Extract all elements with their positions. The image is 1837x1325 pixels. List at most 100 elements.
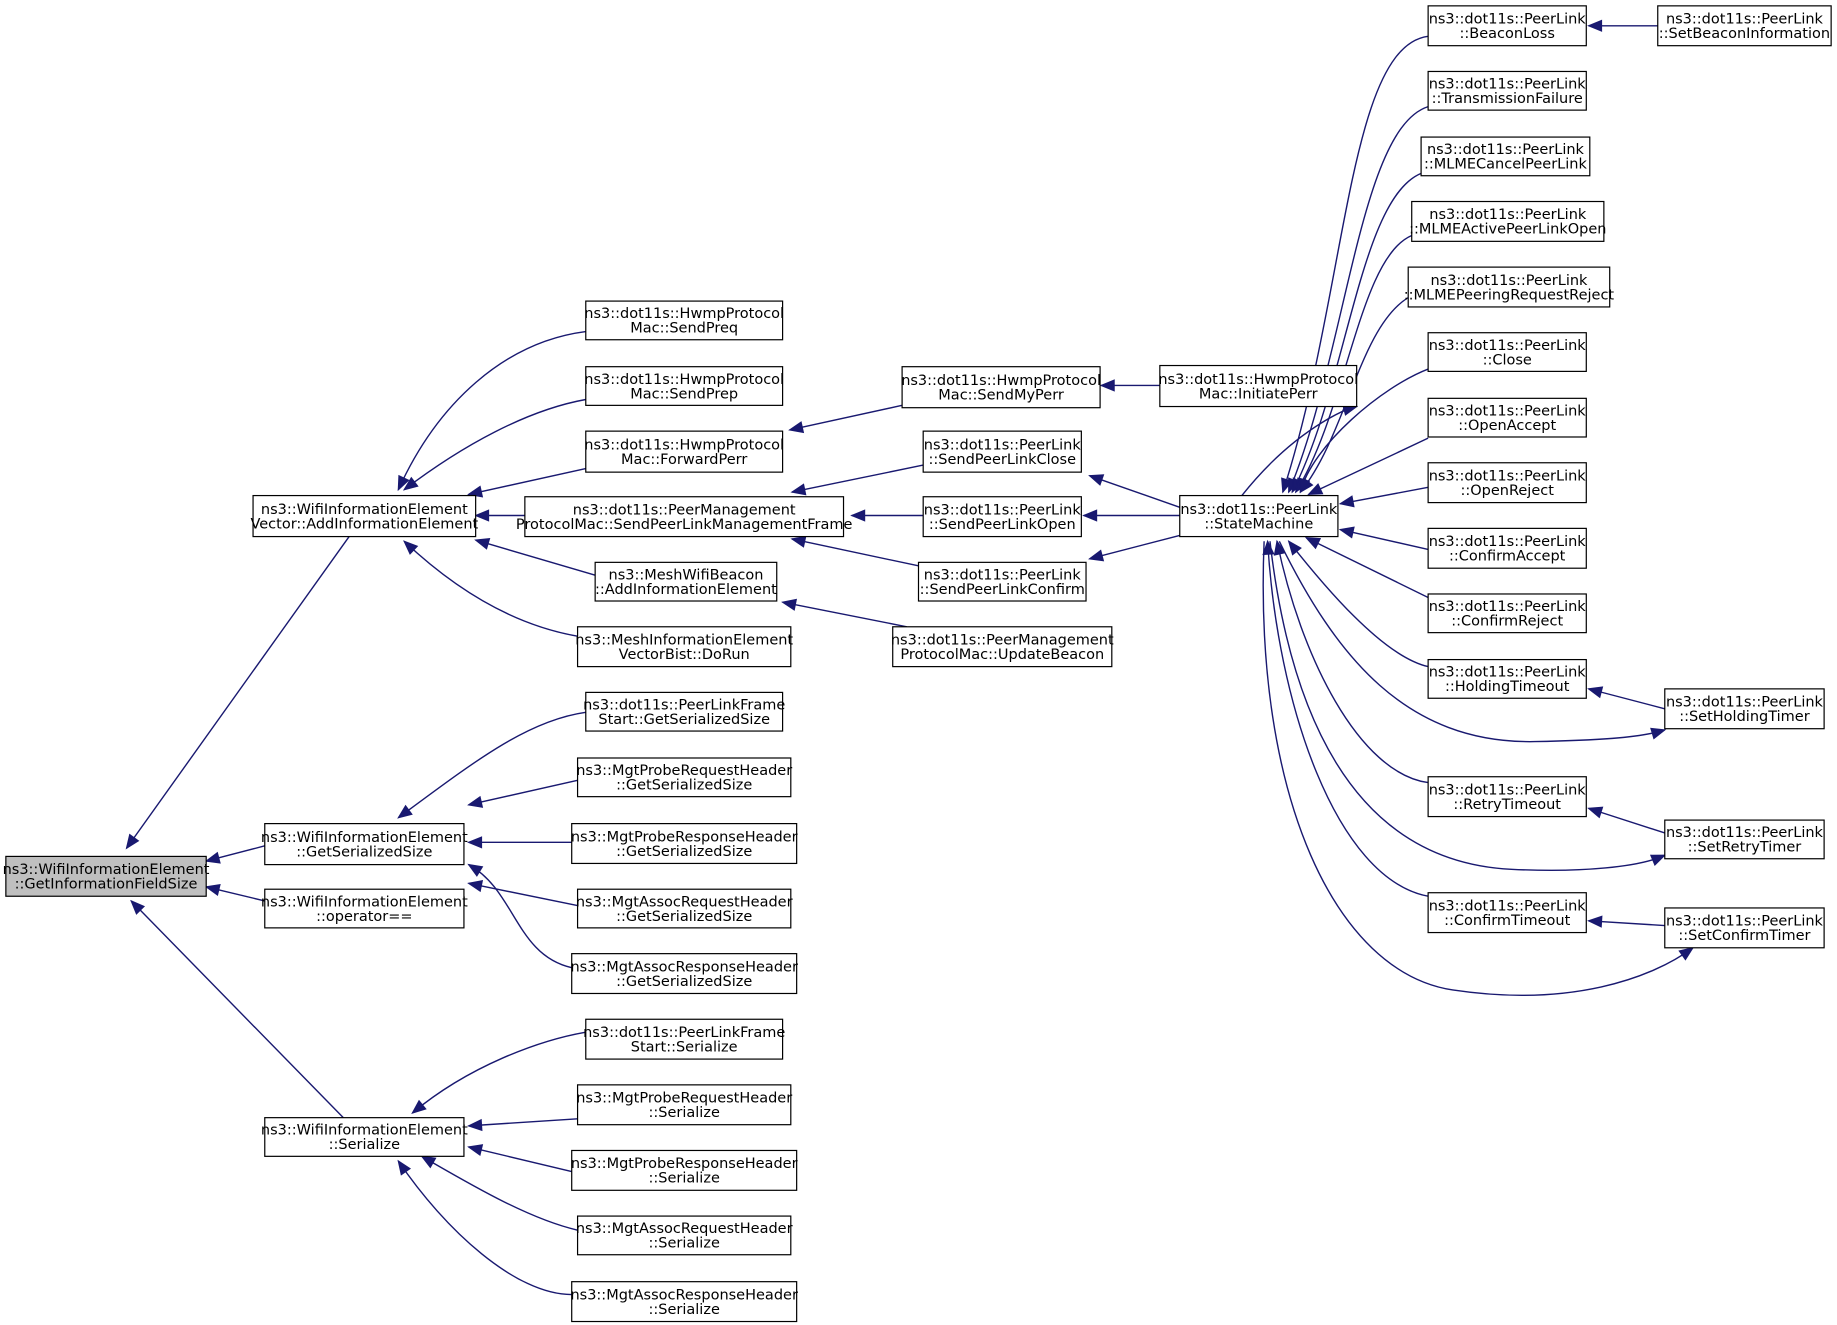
node-box[interactable] <box>571 1149 798 1191</box>
node-box[interactable] <box>576 757 792 798</box>
node-n16[interactable]: ns3::dot11s::PeerLink::SetBeaconInformat… <box>1657 5 1832 47</box>
node-n11[interactable]: ns3::dot11s::PeerLink::SendPeerLinkOpen <box>922 496 1082 538</box>
node-box[interactable] <box>576 1215 792 1256</box>
node-n34[interactable]: ns3::MgtProbeRequestHeader::GetSerialize… <box>576 757 792 798</box>
node-n10[interactable]: ns3::dot11s::PeerLink::SendPeerLinkClose <box>922 430 1082 473</box>
node-box[interactable] <box>576 626 792 668</box>
node-box[interactable] <box>1664 688 1825 730</box>
node-box[interactable] <box>917 561 1087 602</box>
node-box[interactable] <box>585 366 784 406</box>
node-label-line: ::GetSerializedSize <box>616 778 752 794</box>
node-n24[interactable]: ns3::dot11s::PeerLink::ConfirmAccept <box>1427 527 1587 569</box>
node-box[interactable] <box>594 561 778 602</box>
node-n4[interactable]: ns3::dot11s::HwmpProtocolMac::ForwardPer… <box>584 430 784 473</box>
node-box[interactable] <box>252 494 477 538</box>
node-n30[interactable]: ns3::dot11s::PeerLink::ConfirmTimeout <box>1427 892 1587 934</box>
node-n44[interactable]: ns3::MgtAssocResponseHeader::Serialize <box>570 1281 798 1323</box>
node-n36[interactable]: ns3::MgtAssocRequestHeader::GetSerialize… <box>576 888 793 929</box>
node-n31[interactable]: ns3::dot11s::PeerLink::SetConfirmTimer <box>1664 907 1825 949</box>
node-n28[interactable]: ns3::dot11s::PeerLink::RetryTimeout <box>1427 776 1587 818</box>
node-n9[interactable]: ns3::dot11s::HwmpProtocolMac::InitiatePe… <box>1158 364 1358 408</box>
node-n5[interactable]: ns3::dot11s::PeerManagementProtocolMac::… <box>516 496 853 538</box>
node-box[interactable] <box>922 496 1082 538</box>
node-n32[interactable]: ns3::WifiInformationElement::GetSerializ… <box>261 823 468 866</box>
node-n13[interactable]: ns3::dot11s::PeerManagementProtocolMac::… <box>891 626 1114 668</box>
node-n40[interactable]: ns3::dot11s::PeerLinkFrameStart::Seriali… <box>583 1018 785 1060</box>
node-n22[interactable]: ns3::dot11s::PeerLink::OpenAccept <box>1427 397 1587 438</box>
node-n17[interactable]: ns3::dot11s::PeerLink::TransmissionFailu… <box>1427 70 1587 111</box>
node-box[interactable] <box>1427 332 1587 372</box>
edge-n43-n39 <box>420 1155 578 1231</box>
node-n38[interactable]: ns3::WifiInformationElement::operator== <box>261 888 468 929</box>
node-box[interactable] <box>1427 5 1587 47</box>
node-box[interactable] <box>524 496 845 538</box>
node-n23[interactable]: ns3::dot11s::PeerLink::OpenReject <box>1427 462 1587 504</box>
node-box[interactable] <box>1427 892 1587 934</box>
node-n37[interactable]: ns3::MgtAssocResponseHeader::GetSerializ… <box>570 953 798 995</box>
node-n26[interactable]: ns3::dot11s::PeerLink::HoldingTimeout <box>1427 658 1587 699</box>
node-box[interactable] <box>576 1084 792 1126</box>
node-box[interactable] <box>571 953 798 995</box>
node-box[interactable] <box>585 691 784 732</box>
node-n14[interactable]: ns3::dot11s::PeerLink::StateMachine <box>1179 494 1339 538</box>
node-n25[interactable]: ns3::dot11s::PeerLink::ConfirmReject <box>1427 593 1587 634</box>
node-box[interactable] <box>585 300 784 341</box>
node-box[interactable] <box>901 366 1101 409</box>
node-label-line: ns3::dot11s::PeerLink <box>1429 665 1587 681</box>
node-n20[interactable]: ns3::dot11s::PeerLink::MLMEPeeringReques… <box>1404 266 1615 308</box>
node-box[interactable] <box>1427 527 1587 569</box>
node-n33[interactable]: ns3::dot11s::PeerLinkFrameStart::GetSeri… <box>583 691 785 732</box>
node-n35[interactable]: ns3::MgtProbeResponseHeader::GetSerializ… <box>571 823 798 865</box>
node-box[interactable] <box>1664 819 1825 860</box>
edge-n14-n12 <box>1088 534 1180 562</box>
node-box[interactable] <box>5 855 207 897</box>
node-n19[interactable]: ns3::dot11s::PeerLink::MLMEActivePeerLin… <box>1409 200 1606 242</box>
node-box[interactable] <box>1179 494 1339 538</box>
arrowhead-icon <box>204 884 221 896</box>
node-box[interactable] <box>1427 397 1587 438</box>
node-box[interactable] <box>1427 658 1587 699</box>
node-n6[interactable]: ns3::MeshWifiBeacon::AddInformationEleme… <box>594 561 778 602</box>
node-box[interactable] <box>585 1018 784 1060</box>
node-box[interactable] <box>1427 462 1587 504</box>
node-label-line: ns3::dot11s::PeerLink <box>1666 12 1824 28</box>
edge-line <box>421 1155 578 1231</box>
node-box[interactable] <box>1159 364 1358 408</box>
node-n21[interactable]: ns3::dot11s::PeerLink::Close <box>1427 332 1587 372</box>
node-box[interactable] <box>1407 266 1611 308</box>
node-box[interactable] <box>576 888 792 929</box>
node-box[interactable] <box>1664 907 1825 949</box>
node-n41[interactable]: ns3::MgtProbeRequestHeader::Serialize <box>576 1084 792 1126</box>
node-n39[interactable]: ns3::WifiInformationElement::Serialize <box>261 1117 468 1157</box>
node-box[interactable] <box>264 888 465 929</box>
node-box[interactable] <box>922 430 1082 473</box>
node-n12[interactable]: ns3::dot11s::PeerLink::SendPeerLinkConfi… <box>917 561 1087 602</box>
node-n1[interactable]: ns3::WifiInformationElementVector::AddIn… <box>250 494 479 538</box>
node-box[interactable] <box>264 1117 465 1157</box>
node-box[interactable] <box>1427 776 1587 818</box>
node-n0[interactable]: ns3::WifiInformationElement::GetInformat… <box>3 855 210 897</box>
node-box[interactable] <box>1411 200 1605 242</box>
node-box[interactable] <box>1420 136 1591 177</box>
node-label-line: ns3::dot11s::HwmpProtocol <box>1158 372 1358 388</box>
node-n42[interactable]: ns3::MgtProbeResponseHeader::Serialize <box>571 1149 798 1191</box>
node-box[interactable] <box>571 823 798 865</box>
node-box[interactable] <box>585 430 784 473</box>
node-box[interactable] <box>892 626 1113 668</box>
edge-n28-n14 <box>1273 539 1429 784</box>
node-n7[interactable]: ns3::MeshInformationElementVectorBist::D… <box>575 626 793 668</box>
node-n43[interactable]: ns3::MgtAssocRequestHeader::Serialize <box>576 1215 793 1256</box>
node-box[interactable] <box>1657 5 1832 47</box>
node-box[interactable] <box>1427 593 1587 634</box>
node-n18[interactable]: ns3::dot11s::PeerLink::MLMECancelPeerLin… <box>1420 136 1591 177</box>
node-n29[interactable]: ns3::dot11s::PeerLink::SetRetryTimer <box>1664 819 1825 860</box>
node-n27[interactable]: ns3::dot11s::PeerLink::SetHoldingTimer <box>1664 688 1825 730</box>
node-box[interactable] <box>1427 70 1587 111</box>
node-box[interactable] <box>571 1281 798 1323</box>
node-label-line: ns3::dot11s::PeerLink <box>1429 782 1587 798</box>
node-n15[interactable]: ns3::dot11s::PeerLink::BeaconLoss <box>1427 5 1587 47</box>
node-box[interactable] <box>264 823 465 866</box>
